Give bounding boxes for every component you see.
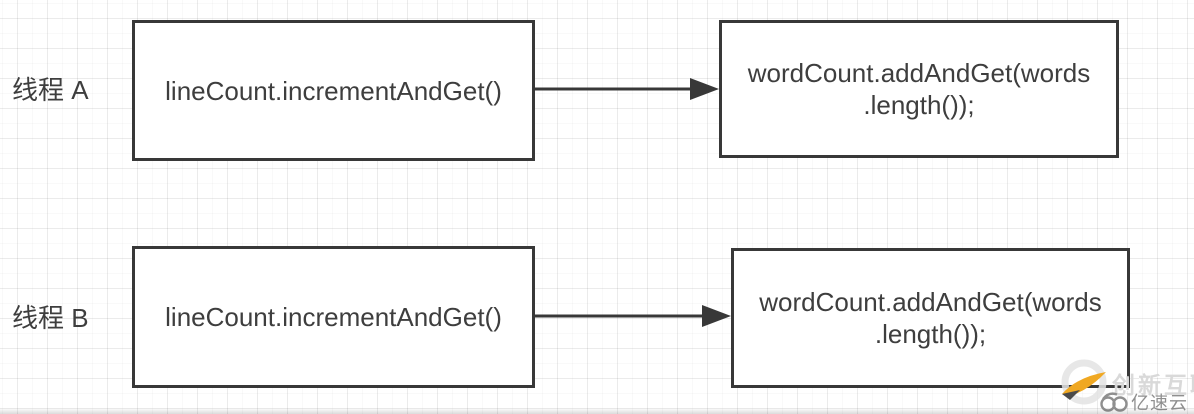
- watermark-brand-top: 创新互联: [1112, 372, 1194, 398]
- cloud-logo-icon: [1100, 392, 1128, 412]
- thread-b-addandget-text-line1: wordCount.addAndGet(words: [759, 287, 1102, 317]
- thread-b-increment-box: lineCount.incrementAndGet(): [132, 246, 535, 388]
- thread-b-addandget-box: wordCount.addAndGet(words .length());: [731, 248, 1130, 388]
- watermark-brand-bottom: 亿速云: [1131, 393, 1188, 413]
- thread-a-increment-box: lineCount.incrementAndGet(): [132, 20, 535, 161]
- arrow-right-icon: [533, 305, 731, 327]
- thread-b-addandget-text-line2: .length());: [874, 319, 987, 349]
- thread-a-addandget-text-line2: .length());: [863, 90, 975, 120]
- thread-a-label: 线程 A: [12, 75, 89, 105]
- arrow-right-icon: [533, 78, 719, 100]
- thread-a-addandget-box: wordCount.addAndGet(words .length());: [719, 20, 1119, 158]
- thread-a-addandget-text-line1: wordCount.addAndGet(words: [747, 58, 1091, 88]
- thread-b-label: 线程 B: [12, 303, 89, 333]
- watermark-bottom-row: 亿速云: [1099, 389, 1188, 414]
- bottom-edge-shadow: [0, 408, 1194, 414]
- swoosh-logo-icon: [1061, 359, 1107, 405]
- thread-a-increment-text: lineCount.incrementAndGet(): [165, 75, 502, 106]
- thread-b-increment-text: lineCount.incrementAndGet(): [165, 302, 502, 332]
